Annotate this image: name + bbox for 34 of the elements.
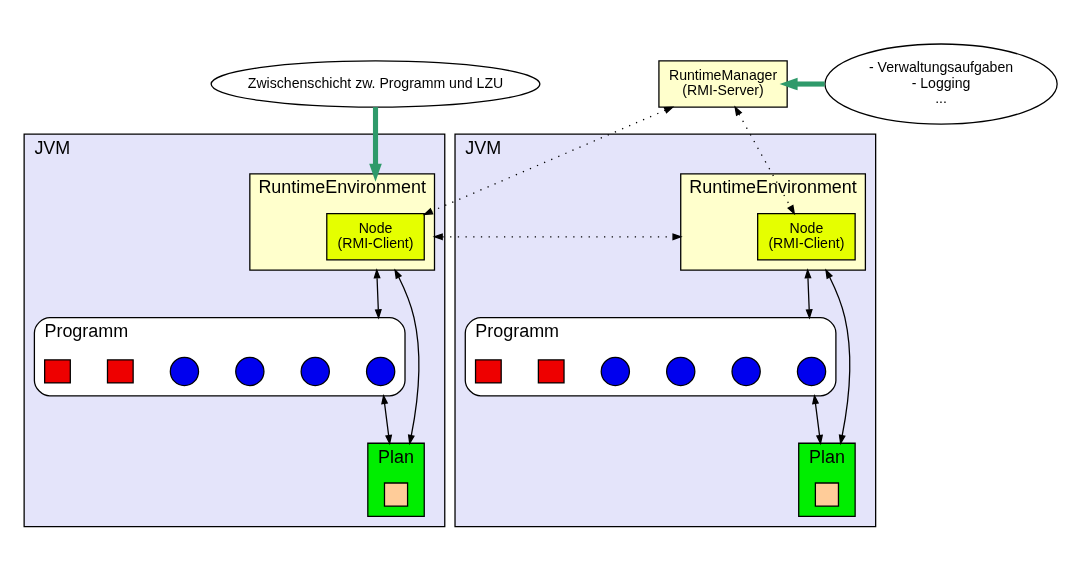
node-circle: [666, 356, 696, 387]
node-ellipse: Zwischenschicht zw. Programm und LZU: [210, 60, 541, 108]
arrow: [825, 268, 851, 446]
cluster: Programm: [33, 316, 406, 397]
arrow: [811, 393, 824, 446]
node-circle: [731, 356, 761, 387]
node-circle: [235, 356, 265, 387]
cluster: Plan: [798, 442, 856, 517]
arrow: [369, 107, 382, 182]
node-box: RuntimeManager (RMI-Server): [658, 60, 788, 108]
node-box: [537, 359, 565, 384]
node-circle: [300, 356, 330, 387]
node-circle: [796, 356, 827, 387]
node-box: [474, 359, 502, 384]
arrow: [381, 393, 393, 446]
cluster: Programm: [464, 316, 837, 397]
node-ellipse: - Verwaltungsaufgaben - Logging ...: [824, 43, 1058, 125]
node-box: [44, 359, 71, 384]
arrow: [373, 268, 382, 320]
node-box: Node (RMI-Client): [757, 213, 856, 261]
arrow: [779, 77, 825, 91]
arrow: [394, 268, 420, 446]
arrow: [734, 105, 796, 216]
node-circle: [365, 356, 396, 387]
cluster: Plan: [367, 442, 425, 517]
node-box: [814, 482, 840, 507]
node-box: [383, 482, 409, 507]
node-box: [106, 359, 134, 384]
node-circle: [169, 356, 200, 387]
arrow: [422, 106, 675, 216]
node-box: Node (RMI-Client): [326, 213, 425, 261]
arrow: [804, 268, 813, 320]
arrow: [432, 233, 683, 241]
node-circle: [600, 356, 631, 387]
